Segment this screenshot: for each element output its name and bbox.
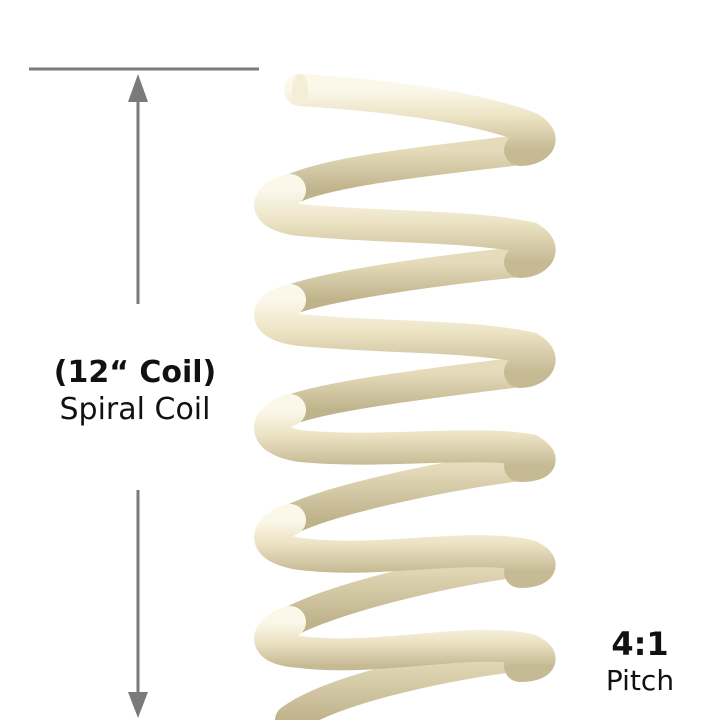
pitch-value: 4:1	[611, 625, 669, 663]
coil-size-value: (12“ Coil)	[53, 355, 217, 390]
arrow-down-icon	[128, 490, 148, 718]
arrow-up-icon	[128, 74, 148, 304]
pitch-text: Pitch	[605, 663, 675, 697]
coil-size-label: (12“ Coil) Spiral Coil	[10, 355, 260, 427]
coil-end-cap	[292, 74, 308, 106]
coil-front-segments	[254, 74, 556, 682]
coil-type-text: Spiral Coil	[59, 391, 211, 427]
pitch-label: 4:1 Pitch	[560, 626, 720, 697]
